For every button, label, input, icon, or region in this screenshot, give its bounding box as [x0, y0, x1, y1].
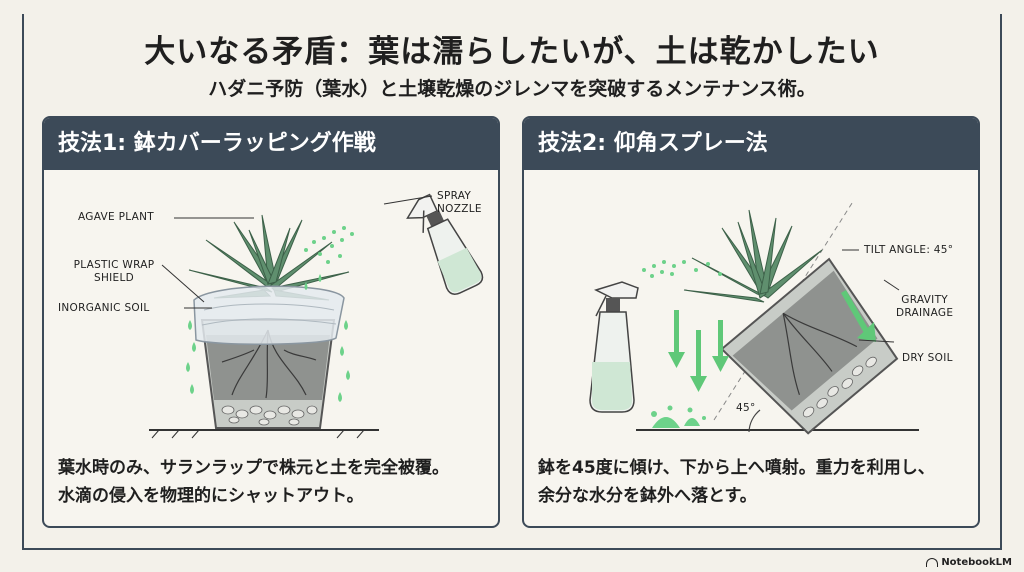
- gravity-drainage-label-line1: GRAVITY: [901, 294, 948, 306]
- page-subtitle: ハダニ予防（葉水）と土壌乾燥のジレンマを突破するメンテナンス術。: [208, 78, 816, 100]
- gravity-drainage-label-line2: DRAINAGE: [896, 307, 954, 319]
- spray-nozzle-label-line1: SPRAY: [437, 190, 472, 202]
- plastic-wrap-label: PLASTIC WRAP SHIELD: [64, 259, 164, 285]
- page-frame: [22, 14, 1002, 550]
- technique-2-desc-line2: 余分な水分を鉢外へ落とす。: [538, 486, 757, 506]
- technique-2-panel: 技法2: 仰角スプレー法: [522, 116, 980, 528]
- technique-1-desc-line1: 葉水時のみ、サランラップで株元と土を完全被覆。: [58, 458, 449, 478]
- gravity-drainage-label: GRAVITY DRAINAGE: [896, 294, 953, 320]
- spray-bottle-icon-2: [589, 281, 639, 413]
- technique-2-heading: 技法2: 仰角スプレー法: [524, 118, 978, 170]
- notebooklm-brand: NotebookLM: [926, 557, 1012, 568]
- plastic-wrap-label-line1: PLASTIC WRAP: [73, 259, 155, 271]
- technique-2-desc-line1: 鉢を45度に傾け、下から上へ噴射。重力を利用し、: [538, 458, 935, 478]
- tilt-spray-illustration: [589, 199, 919, 435]
- page-title: 大いなる矛盾：葉は濡らしたいが、土は乾かしたい: [144, 34, 880, 70]
- technique-1-description: 葉水時のみ、サランラップで株元と土を完全被覆。 水滴の侵入を物理的にシャットアウ…: [58, 454, 490, 510]
- spray-bottle-icon: [406, 193, 484, 295]
- angle-45-label: 45°: [736, 402, 756, 414]
- spray-nozzle-label-line2: NOZZLE: [437, 203, 482, 215]
- brand-text: NotebookLM: [941, 557, 1012, 568]
- tilt-angle-label: TILT ANGLE: 45°: [864, 244, 954, 256]
- technique-2-description: 鉢を45度に傾け、下から上へ噴射。重力を利用し、 余分な水分を鉢外へ落とす。: [538, 454, 970, 510]
- technique-1-heading: 技法1: 鉢カバーラッピング作戦: [44, 118, 498, 170]
- wrapping-illustration: [149, 193, 484, 439]
- notebooklm-logo-icon: [926, 557, 939, 567]
- inorganic-soil-label: INORGANIC SOIL: [58, 302, 150, 314]
- spray-nozzle-label: SPRAY NOZZLE: [437, 190, 482, 216]
- technique-1-desc-line2: 水滴の侵入を物理的にシャットアウト。: [58, 486, 364, 506]
- plastic-wrap-label-line2: SHIELD: [93, 272, 135, 284]
- technique-1-panel: 技法1: 鉢カバーラッピング作戦: [42, 116, 500, 528]
- agave-plant-label: AGAVE PLANT: [78, 211, 154, 223]
- dry-soil-label: DRY SOIL: [902, 352, 953, 364]
